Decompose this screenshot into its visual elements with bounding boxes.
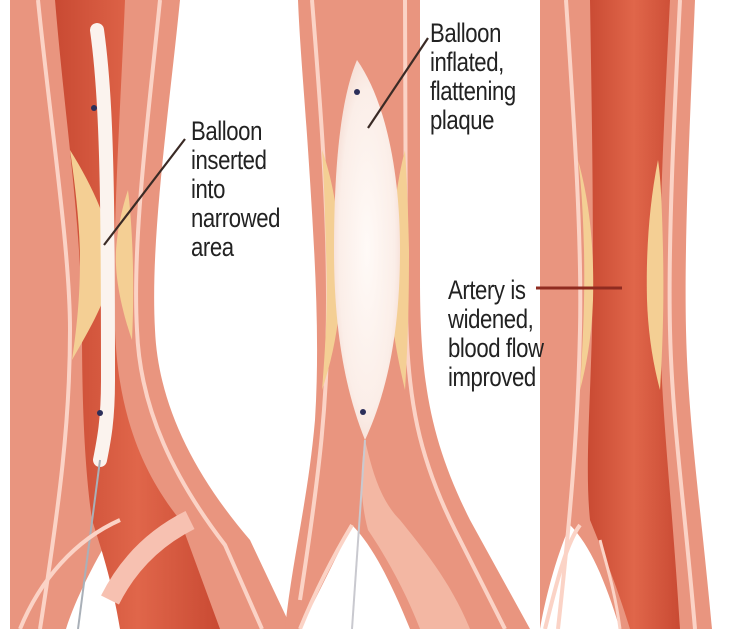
caption-line: Balloon [191,117,280,146]
balloon-marker-bottom [97,410,103,416]
balloon-marker-top [354,89,360,95]
balloon-marker-bottom [360,409,366,415]
vessel-panel-balloon-inserted [10,0,292,629]
vessel-panel-artery-widened [540,0,712,629]
caption-line: plaque [430,106,516,135]
balloon-marker-top [91,105,97,111]
caption-line: Artery is [448,276,544,305]
caption-line: inflated, [430,48,516,77]
caption-balloon-inserted: Balloon inserted into narrowed area [191,117,280,262]
caption-line: improved [448,363,544,392]
caption-artery-widened: Artery is widened, blood flow improved [448,276,544,392]
caption-line: narrowed [191,204,280,233]
caption-line: widened, [448,305,544,334]
caption-line: Balloon [430,19,516,48]
caption-balloon-inflated: Balloon inflated, flattening plaque [430,19,516,135]
caption-line: area [191,233,280,262]
caption-line: inserted [191,146,280,175]
caption-line: flattening [430,77,516,106]
caption-line: into [191,175,280,204]
caption-line: blood flow [448,334,544,363]
